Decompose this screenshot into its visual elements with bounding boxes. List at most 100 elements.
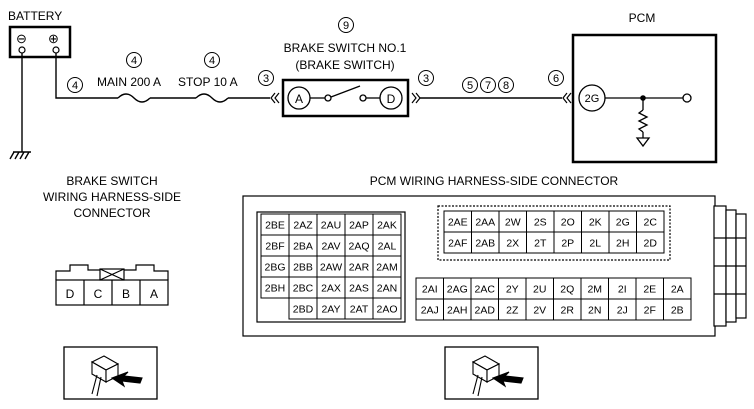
pcm-pin-label: 2J <box>617 305 628 317</box>
pcm-pin-label: 2AG <box>447 284 468 296</box>
pcm-pin-label: 2AE <box>448 217 468 229</box>
pcm-pin-label: 2AM <box>376 262 398 274</box>
pcm-pin-label: 2AH <box>447 305 467 317</box>
fuse-main-label: MAIN 200 A <box>97 75 161 89</box>
pcm-pin-label: 2AL <box>378 241 397 253</box>
pcm-connector-grid: 2BE 2AZ 2AU 2AP 2AK 2BF 2BA 2AV 2AQ 2AL 2BG 2BB 2AW 2… <box>260 210 692 321</box>
pcm-pin-label: 2Z <box>506 305 519 317</box>
pcm-pin-label: 2I <box>618 284 627 296</box>
pcm-pin-label: 2L <box>589 238 601 250</box>
battery-label: BATTERY <box>8 9 62 23</box>
pcm-pin-label: 2W <box>505 217 521 229</box>
callout-switch-top-text: 9 <box>343 20 349 32</box>
pcm-pin-label: 2BE <box>265 220 285 232</box>
pcm-pin-label: 2AS <box>349 283 369 295</box>
callout-harness-1 <box>462 77 478 93</box>
pcm-pin-label: 2G <box>616 217 630 229</box>
pcm-pin-label: 2B <box>671 305 684 317</box>
fuse-icon <box>117 93 151 103</box>
pcm-pin-label: 2T <box>534 238 547 250</box>
pcm-pin-label: 2AJ <box>421 305 439 317</box>
ground-icon <box>9 151 31 160</box>
pcm-pin-label: 2Y <box>506 284 519 296</box>
pcm-pin-label: 2BA <box>293 241 313 253</box>
battery-plus-post <box>52 46 60 54</box>
pcm-pin-label: 2BH <box>265 283 285 295</box>
pcm-pin-label: 2AU <box>321 220 341 232</box>
pcm-pin-label: 2AQ <box>348 241 369 253</box>
pcm-pin-label: 2O <box>561 217 575 229</box>
switch-contact-icon <box>310 85 380 102</box>
pcm-pin-label: 2M <box>587 284 602 296</box>
callout-pcm-in <box>548 70 564 86</box>
pcm-pin-label: 2A <box>671 284 684 296</box>
pcm-pin-label: 2N <box>588 305 601 317</box>
pcm-pin-cell <box>636 231 665 254</box>
pcm-pin-label: 2AT <box>350 304 369 316</box>
callout-harness-3 <box>498 77 514 93</box>
brake-connector-pin-b: B <box>122 287 130 301</box>
pcm-pin-label: 2AF <box>448 238 467 250</box>
pcm-pin-label: 2AZ <box>293 220 313 232</box>
brake-switch-title-2: (BRAKE SWITCH) <box>295 58 394 72</box>
pcm-pin-label: 2AN <box>377 283 397 295</box>
pcm-pin-label: 2AV <box>321 241 340 253</box>
pcm-pin-label: 2P <box>561 238 574 250</box>
callout-switch-out-text: 3 <box>423 73 429 85</box>
pcm-pin-label: 2AO <box>376 304 397 316</box>
resistor-icon <box>637 98 649 138</box>
brake-connector-pin-d: D <box>66 287 75 301</box>
callout-harness-2 <box>480 77 496 93</box>
pcm-pin-cell <box>663 298 692 321</box>
pcm-terminal-2g: 2G <box>585 93 600 105</box>
callout-switch-top <box>338 17 354 33</box>
callout-fuse-stop <box>204 52 220 68</box>
connector-chevron-left <box>270 92 280 104</box>
pcm-pin-label: 2AD <box>475 305 496 317</box>
pcm-pin-label: 2BD <box>293 304 314 316</box>
brake-connector-face <box>55 264 169 306</box>
pcm-pin-label: 2K <box>589 217 602 229</box>
battery-plus-terminal: ⊕ <box>48 31 59 46</box>
pcm-pin-label: 2BB <box>293 262 313 274</box>
callout-harness-3-text: 8 <box>503 80 509 92</box>
pcm-pin-label: 2AW <box>320 262 342 274</box>
pcm-pin-label: 2AI <box>422 284 438 296</box>
pcm-label: PCM <box>629 11 656 25</box>
pcm-pin-label: 2BG <box>264 262 285 274</box>
connector-chevron-pcm <box>562 92 572 104</box>
callout-harness-1-text: 5 <box>467 80 473 92</box>
brake-connector-title-1: BRAKE SWITCH <box>66 174 157 188</box>
pcm-pin-label: 2AX <box>321 283 341 295</box>
pcm-pin-label: 2E <box>643 284 656 296</box>
pcm-connector-title: PCM WIRING HARNESS-SIDE CONNECTOR <box>370 174 619 188</box>
callout-switch-out <box>418 70 434 86</box>
pcm-pin-label: 2R <box>561 305 575 317</box>
connector-probe-icon <box>90 355 143 397</box>
brake-switch-title-1: BRAKE SWITCH NO.1 <box>284 41 407 55</box>
pcm-output-terminal <box>682 93 692 103</box>
pcm-pin-label: 2AA <box>475 217 495 229</box>
pcm-pin-label: 2AP <box>349 220 369 232</box>
pcm-pin-label: 2BF <box>265 241 284 253</box>
pcm-ground-triangle <box>635 137 651 148</box>
callout-battery-wire-text: 4 <box>72 80 78 92</box>
callout-pcm-in-text: 6 <box>553 73 559 85</box>
connector-chevron-right <box>411 92 421 104</box>
battery-positive-wire <box>55 53 118 99</box>
battery-minus-post <box>18 46 26 54</box>
pcm-pin-label: 2C <box>644 217 658 229</box>
pcm-pin-label: 2AK <box>377 220 397 232</box>
connector-probe-icon <box>471 355 524 397</box>
brake-connector-title-2: WIRING HARNESS-SIDE <box>43 190 181 204</box>
switch-pin-a: A <box>295 92 303 106</box>
pcm-pin-label: 2D <box>644 238 658 250</box>
callout-fuse-stop-text: 4 <box>209 55 215 67</box>
callout-harness-2-text: 7 <box>485 80 491 92</box>
callout-stop-to-switch <box>258 70 274 86</box>
callout-battery-wire <box>67 77 83 93</box>
callout-stop-to-switch-text: 3 <box>263 73 269 85</box>
pcm-pin-label: 2AC <box>475 284 496 296</box>
pcm-pin-cell <box>372 297 402 320</box>
fuse-icon <box>195 93 229 103</box>
